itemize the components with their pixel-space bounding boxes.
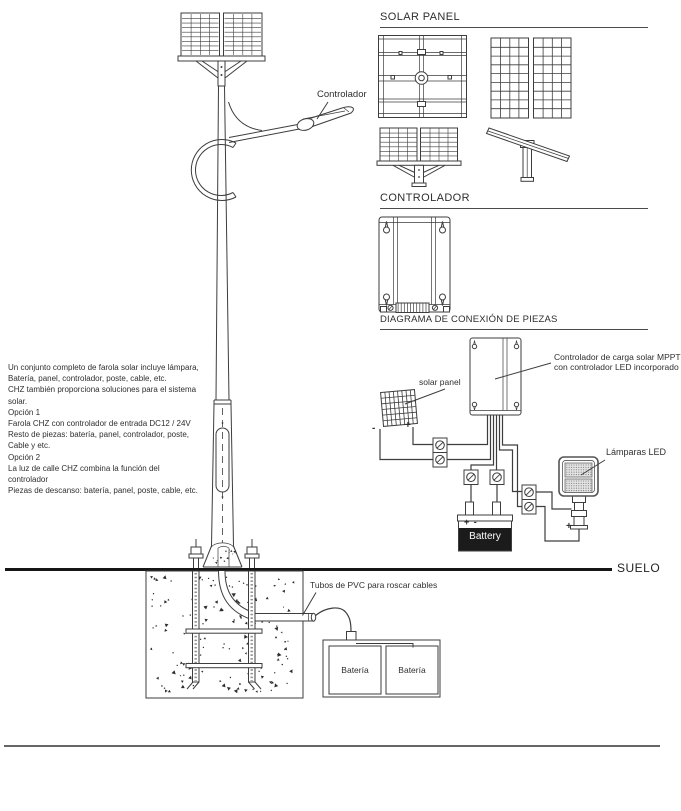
description-line: CHZ también proporciona soluciones para … [8,385,197,395]
underground-battery-box [302,592,441,698]
battery-cell-right-label: Batería [398,665,426,675]
description-line: solar. [8,396,28,406]
mppt-label-line1: Controlador de carga solar MPPT [554,352,681,362]
lamp-wire-1 [536,491,572,510]
pvc-conduit-mask [218,571,316,621]
streetlight-solar-panel [177,12,266,87]
mppt-label-line2: con controlador LED incorporado [554,362,679,372]
description-line: Resto de piezas: batería, panel, control… [8,430,190,440]
diagram-led-lamps-label: Lámparas LED [606,447,667,457]
controller-device [378,216,451,313]
diagram-led-lamp [558,456,606,530]
description-line: Piezas de descanso: batería, panel, post… [8,486,198,496]
description-line: Opción 2 [8,452,41,462]
panel-mounted-view [376,127,462,187]
section-title-connection-diagram: DIAGRAMA DE CONEXIÓN DE PIEZAS [380,314,648,330]
description-block: Un conjunto completo de farola solar inc… [8,362,199,496]
description-line: Cable y etc. [8,441,51,451]
panel-side-view [485,127,571,182]
description-line: Farola CHZ con controlador de entrada DC… [8,419,191,429]
section-title-controller: CONTROLADOR [380,192,648,209]
panel-negative-wire [379,429,433,461]
diagram-connectors [432,437,537,515]
diagram-solar-panel-label: solar panel [419,377,461,387]
diagram-solar-panel [380,388,446,427]
lamp-positive-mark: + [566,521,572,532]
diagram-battery [457,501,513,552]
panel-positive-wire [412,427,433,446]
diagram-wires [379,415,580,542]
ground-label: SUELO [617,561,661,575]
description-line: Opción 1 [8,407,41,417]
streetlight-pole [188,85,260,571]
diagram-mppt-label: Controlador de carga solar MPPT con cont… [554,352,681,372]
streetlight-lamp-arm [190,101,354,201]
battery-cell-left-label: Batería [341,665,369,675]
lamp-wire-2 [536,505,580,542]
diagram-controller [469,337,522,416]
battery-label: Battery [469,531,501,542]
description-line: controlador [8,475,49,485]
battery-polarity-mark: + - [464,517,478,527]
description-line: La luz de calle CHZ combina la función d… [8,463,160,473]
pvc-conduit [218,570,314,622]
controller-leader-line [316,101,329,120]
pvc-leader-line [302,592,317,616]
panel-back-view [378,35,467,118]
controller-pointer-label: Controlador [317,89,367,100]
led-leader-line [580,459,606,476]
panel-negative-mark: - [372,423,376,434]
panel-front-view [490,37,572,119]
solar-panel-leader-line [404,388,446,405]
panel-positive-mark: + [405,420,411,431]
description-line: Un conjunto completo de farola solar inc… [8,363,199,372]
description-line: Batería, panel, controlador, poste, cabl… [8,374,167,384]
section-title-solar-panel: SOLAR PANEL [380,11,648,28]
diagram-mppt-leader [494,362,552,380]
pvc-tubes-label: Tubos de PVC para roscar cables [310,580,438,590]
foundation [145,570,317,699]
